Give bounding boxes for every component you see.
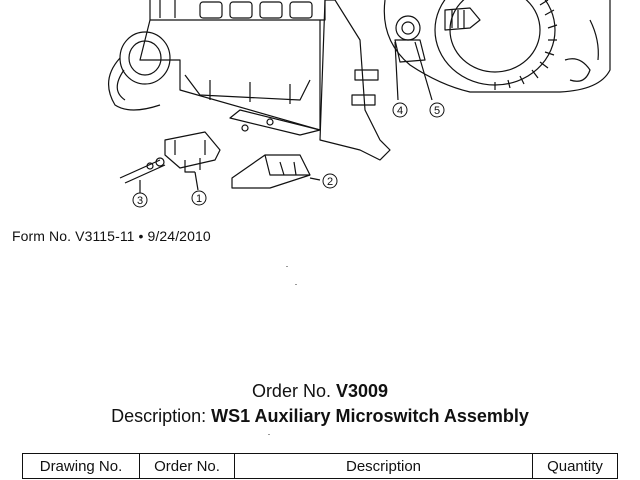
form-number: Form No. V3115-11 • 9/24/2010 xyxy=(12,228,211,244)
callout-1: 1 xyxy=(196,193,202,205)
description-label: Description: xyxy=(111,406,207,426)
header-quantity: Quantity xyxy=(532,453,618,479)
table-header-row: Drawing No. Order No. Description Quanti… xyxy=(22,453,618,479)
order-number-value: V3009 xyxy=(335,381,389,401)
callout-5: 5 xyxy=(434,105,440,117)
header-description: Description xyxy=(234,453,533,479)
exploded-parts-drawing: 1 2 3 4 5 xyxy=(108,0,611,208)
callout-3: 3 xyxy=(137,195,143,207)
order-number-line: Order No. V3009 xyxy=(0,381,640,402)
description-line: Description: WS1 Auxiliary Microswitch A… xyxy=(0,406,640,427)
header-drawing-no: Drawing No. xyxy=(22,453,140,479)
order-number-label: Order No. xyxy=(251,381,331,401)
callout-2: 2 xyxy=(327,176,333,188)
callout-4: 4 xyxy=(397,105,403,117)
parts-table: Drawing No. Order No. Description Quanti… xyxy=(22,453,618,479)
description-value: WS1 Auxiliary Microswitch Assembly xyxy=(211,406,529,426)
header-order-no: Order No. xyxy=(139,453,235,479)
